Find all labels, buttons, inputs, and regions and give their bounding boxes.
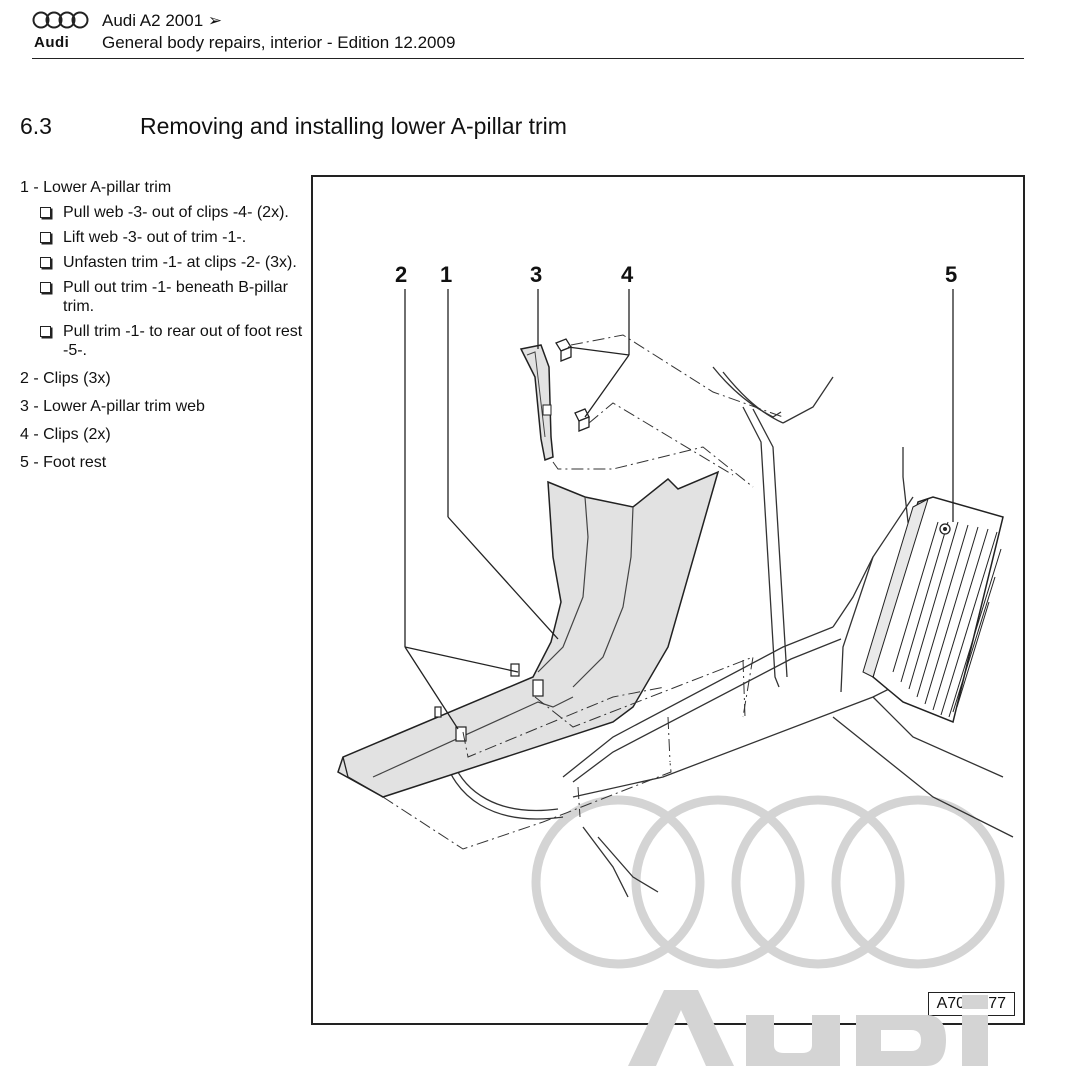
section-title: Removing and installing lower A-pillar t… xyxy=(140,113,567,139)
step-1: Pull web -3- out of clips -4- (2x). xyxy=(40,203,305,222)
watermark-rings xyxy=(531,795,1005,969)
step-text: Lift web -3- out of trim -1-. xyxy=(63,229,247,246)
audi-rings-logo xyxy=(32,11,89,29)
step-text: Pull trim -1- to rear out of foot rest -… xyxy=(63,323,303,359)
lower-a-pillar-trim-shape xyxy=(337,470,720,798)
step-text: Pull web -3- out of clips -4- (2x). xyxy=(63,204,289,221)
parts-legend: 1 - Lower A-pillar trim Pull web -3- out… xyxy=(20,178,305,481)
step-4: Pull out trim -1- beneath B-pillar trim. xyxy=(40,278,305,316)
trim-illustration xyxy=(337,289,1014,969)
assembly-lines xyxy=(382,334,784,850)
callout-4: 4 xyxy=(621,262,634,287)
leader-lines xyxy=(404,289,954,730)
legend-item-3: 3 - Lower A-pillar trim web xyxy=(20,398,205,415)
callout-3: 3 xyxy=(530,262,543,287)
legend-item-4: 4 - Clips (2x) xyxy=(20,426,111,443)
manual-title: General body repairs, interior - Edition… xyxy=(102,33,456,52)
step-5: Pull trim -1- to rear out of foot rest -… xyxy=(40,322,305,360)
foot-rest-shape xyxy=(862,496,1004,724)
callout-2: 2 xyxy=(395,262,408,287)
clips-4-shape xyxy=(555,338,590,432)
callout-5: 5 xyxy=(945,262,958,287)
step-text: Pull out trim -1- beneath B-pillar trim. xyxy=(63,279,288,315)
checkbox-bullet-icon xyxy=(40,207,51,218)
callout-1: 1 xyxy=(440,262,453,287)
step-text: Unfasten trim -1- at clips -2- (3x). xyxy=(63,254,297,271)
section-number: 6.3 xyxy=(20,113,52,139)
model-line: Audi A2 2001 ➢ xyxy=(102,11,223,30)
step-3: Unfasten trim -1- at clips -2- (3x). xyxy=(40,253,305,272)
checkbox-bullet-icon xyxy=(40,232,51,243)
checkbox-bullet-icon xyxy=(40,326,51,337)
audi-logo-wordmark: Audi xyxy=(34,34,70,51)
legend-item-2: 2 - Clips (3x) xyxy=(20,370,111,387)
trim-web-shape xyxy=(519,344,554,462)
legend-item-1-label: 1 - Lower A-pillar trim xyxy=(20,179,172,196)
legend-item-1: 1 - Lower A-pillar trim Pull web -3- out… xyxy=(20,178,305,360)
checkbox-bullet-icon xyxy=(40,282,51,293)
page-header: Audi Audi A2 2001 ➢ General body repairs… xyxy=(32,8,1024,59)
step-2: Lift web -3- out of trim -1-. xyxy=(40,228,305,247)
legend-item-5: 5 - Foot rest xyxy=(20,454,107,471)
exploded-view-figure: 2 1 3 4 5 A70-0677 xyxy=(311,175,1025,1025)
checkbox-bullet-icon xyxy=(40,257,51,268)
audi-watermark-wordmark xyxy=(628,990,988,1066)
